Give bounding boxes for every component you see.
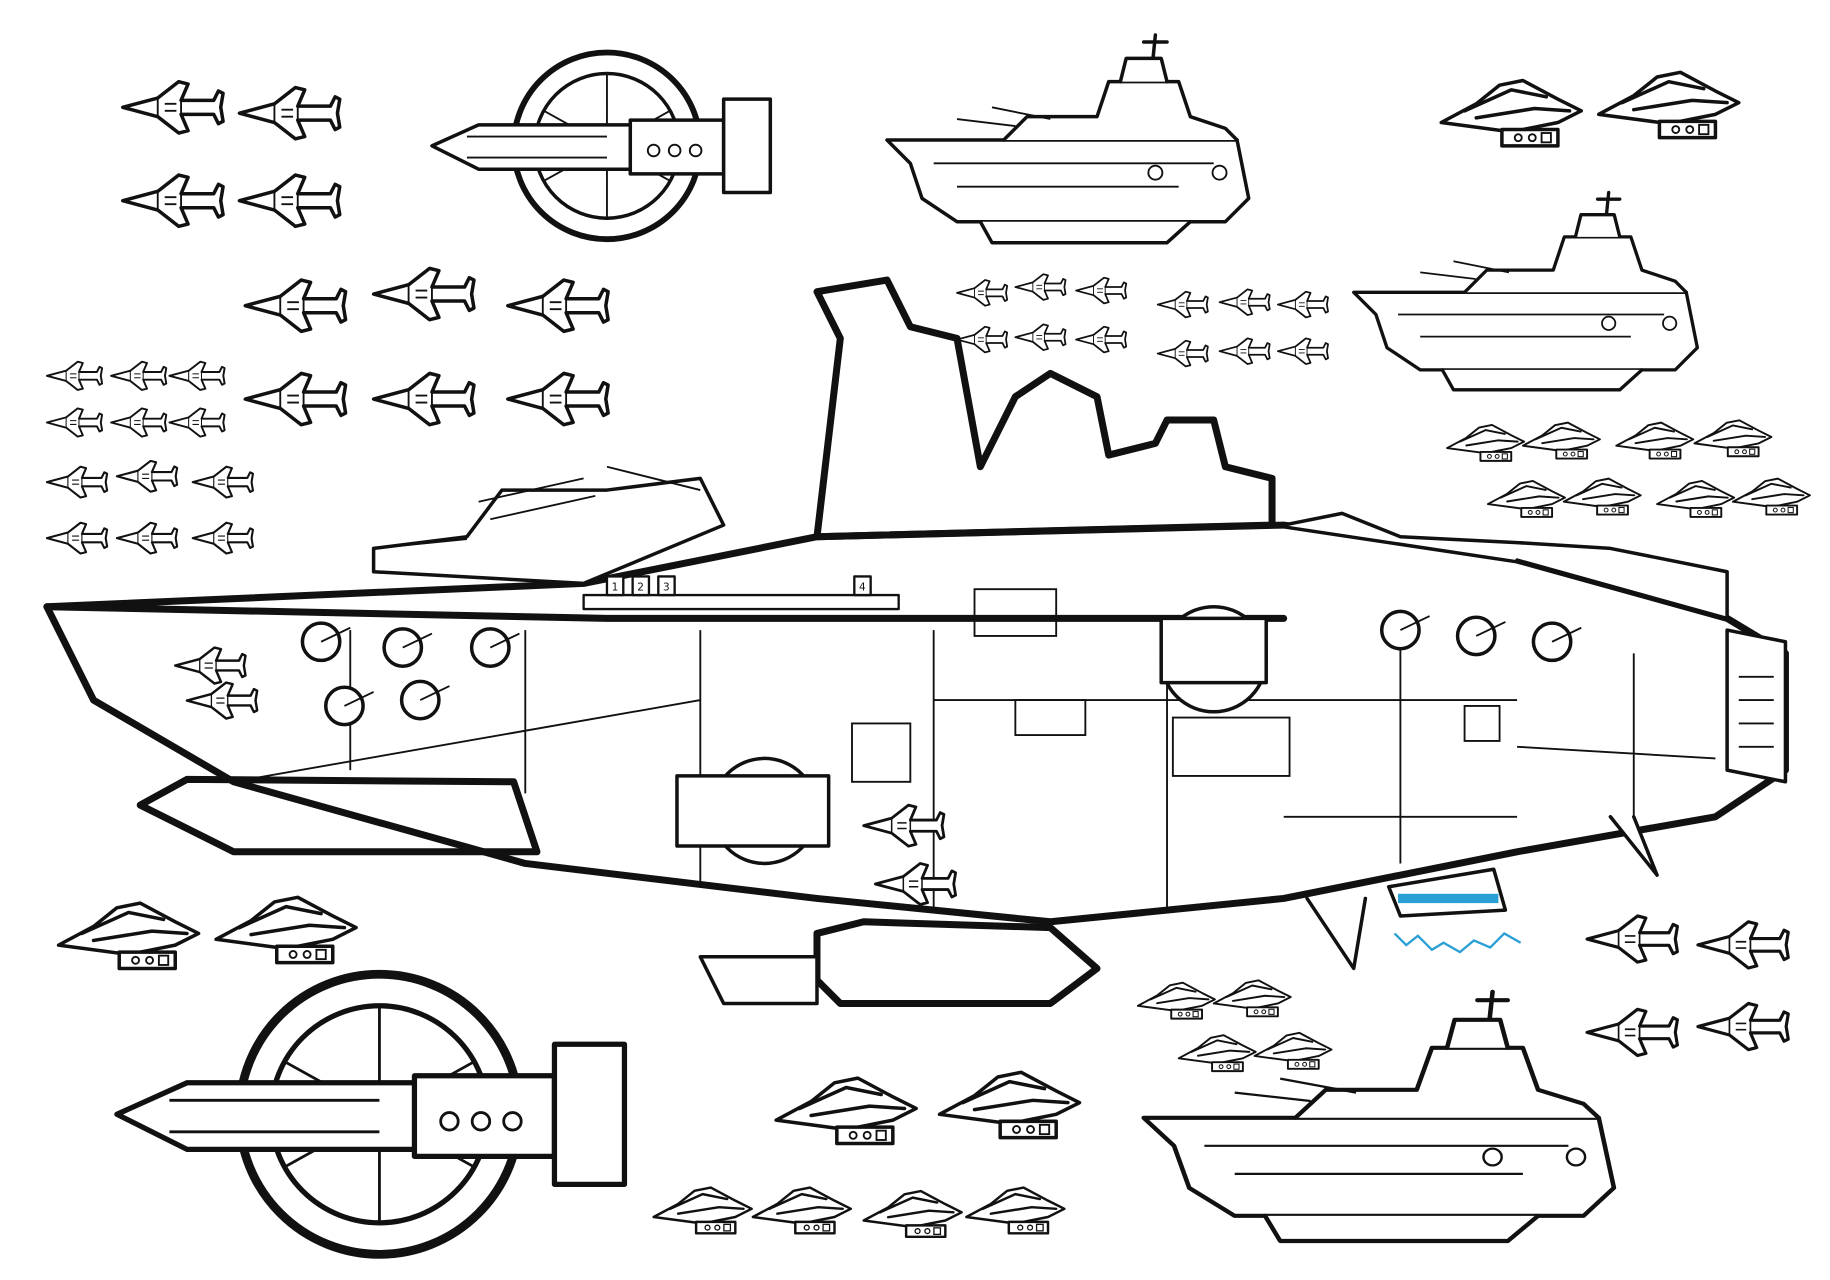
lower-pod bbox=[813, 918, 1101, 1007]
blue-hover-craft bbox=[1386, 867, 1522, 954]
mothership: 1 2 3 4 bbox=[43, 276, 1789, 1007]
radar-dishes bbox=[675, 604, 1268, 866]
battleship-right bbox=[1352, 190, 1700, 392]
ring-ship-bottom bbox=[117, 974, 625, 1254]
hatch-label-4: 4 bbox=[859, 581, 866, 593]
flight-deck-hatches: 1 2 3 4 bbox=[582, 575, 900, 611]
hatch-label-2: 2 bbox=[637, 581, 644, 593]
hatch-label-3: 3 bbox=[663, 581, 670, 593]
turrets bbox=[300, 609, 1582, 727]
ring-ship-top bbox=[432, 53, 770, 240]
windows bbox=[851, 588, 1501, 783]
battleship-bottom bbox=[1144, 992, 1614, 1241]
bridge-tower bbox=[813, 276, 1276, 541]
battleship-top bbox=[885, 33, 1251, 245]
hatch-label-1: 1 bbox=[612, 581, 619, 593]
main-hull bbox=[43, 521, 1789, 926]
prow-pod bbox=[136, 775, 541, 856]
